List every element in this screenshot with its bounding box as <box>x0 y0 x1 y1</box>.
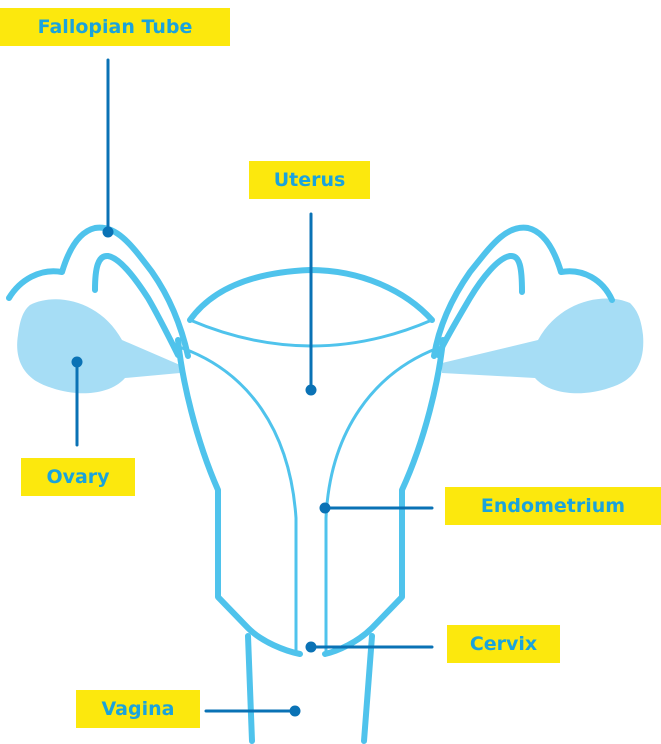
ovary-label: Ovary <box>21 458 135 496</box>
vagina-left-wall <box>248 636 252 741</box>
ovary-dot <box>72 357 83 368</box>
fallopian-dot <box>103 227 114 238</box>
endometrium-right <box>326 348 438 652</box>
cervix-dot <box>306 642 317 653</box>
uterus-label: Uterus <box>249 161 370 199</box>
vagina-label: Vagina <box>76 690 200 728</box>
uterus-left-wall <box>178 340 300 654</box>
endometrium-dot <box>320 503 331 514</box>
uterus-right-wall <box>325 340 443 654</box>
right-ovary <box>442 298 643 393</box>
vagina-dot <box>290 706 301 717</box>
uterus-dot <box>306 385 317 396</box>
fallopian-tube-label: Fallopian Tube <box>0 8 230 46</box>
vagina-right-wall <box>364 636 372 741</box>
endometrium-label: Endometrium <box>445 487 661 525</box>
cervix-label: Cervix <box>447 625 560 663</box>
endometrium-left <box>182 348 296 652</box>
